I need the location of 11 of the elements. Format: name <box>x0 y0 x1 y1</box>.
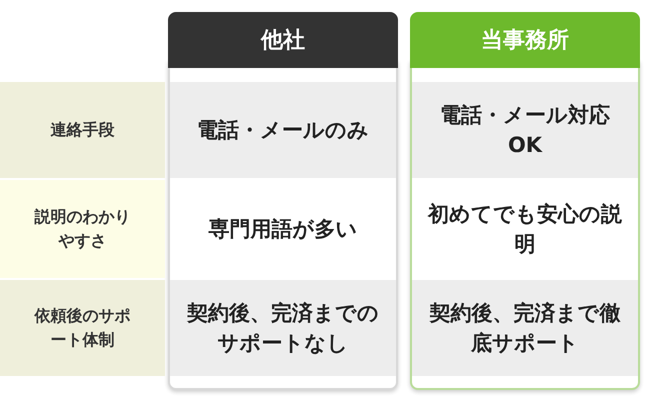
table-cell: 電話・メールのみ <box>170 82 396 178</box>
table-cell: 専門用語が多い <box>170 180 396 278</box>
table-cell: 電話・メール対応OK <box>412 82 638 178</box>
row-header: 説明のわかりやすさ <box>0 180 165 278</box>
column-header: 当事務所 <box>410 12 640 68</box>
column-header: 他社 <box>168 12 398 68</box>
table-cell: 契約後、完済までのサポートなし <box>170 280 396 376</box>
row-header: 連絡手段 <box>0 82 165 178</box>
table-cell: 初めてでも安心の説明 <box>412 180 638 278</box>
row-header: 依頼後のサポート体制 <box>0 280 165 376</box>
table-cell: 契約後、完済まで徹底サポート <box>412 280 638 376</box>
